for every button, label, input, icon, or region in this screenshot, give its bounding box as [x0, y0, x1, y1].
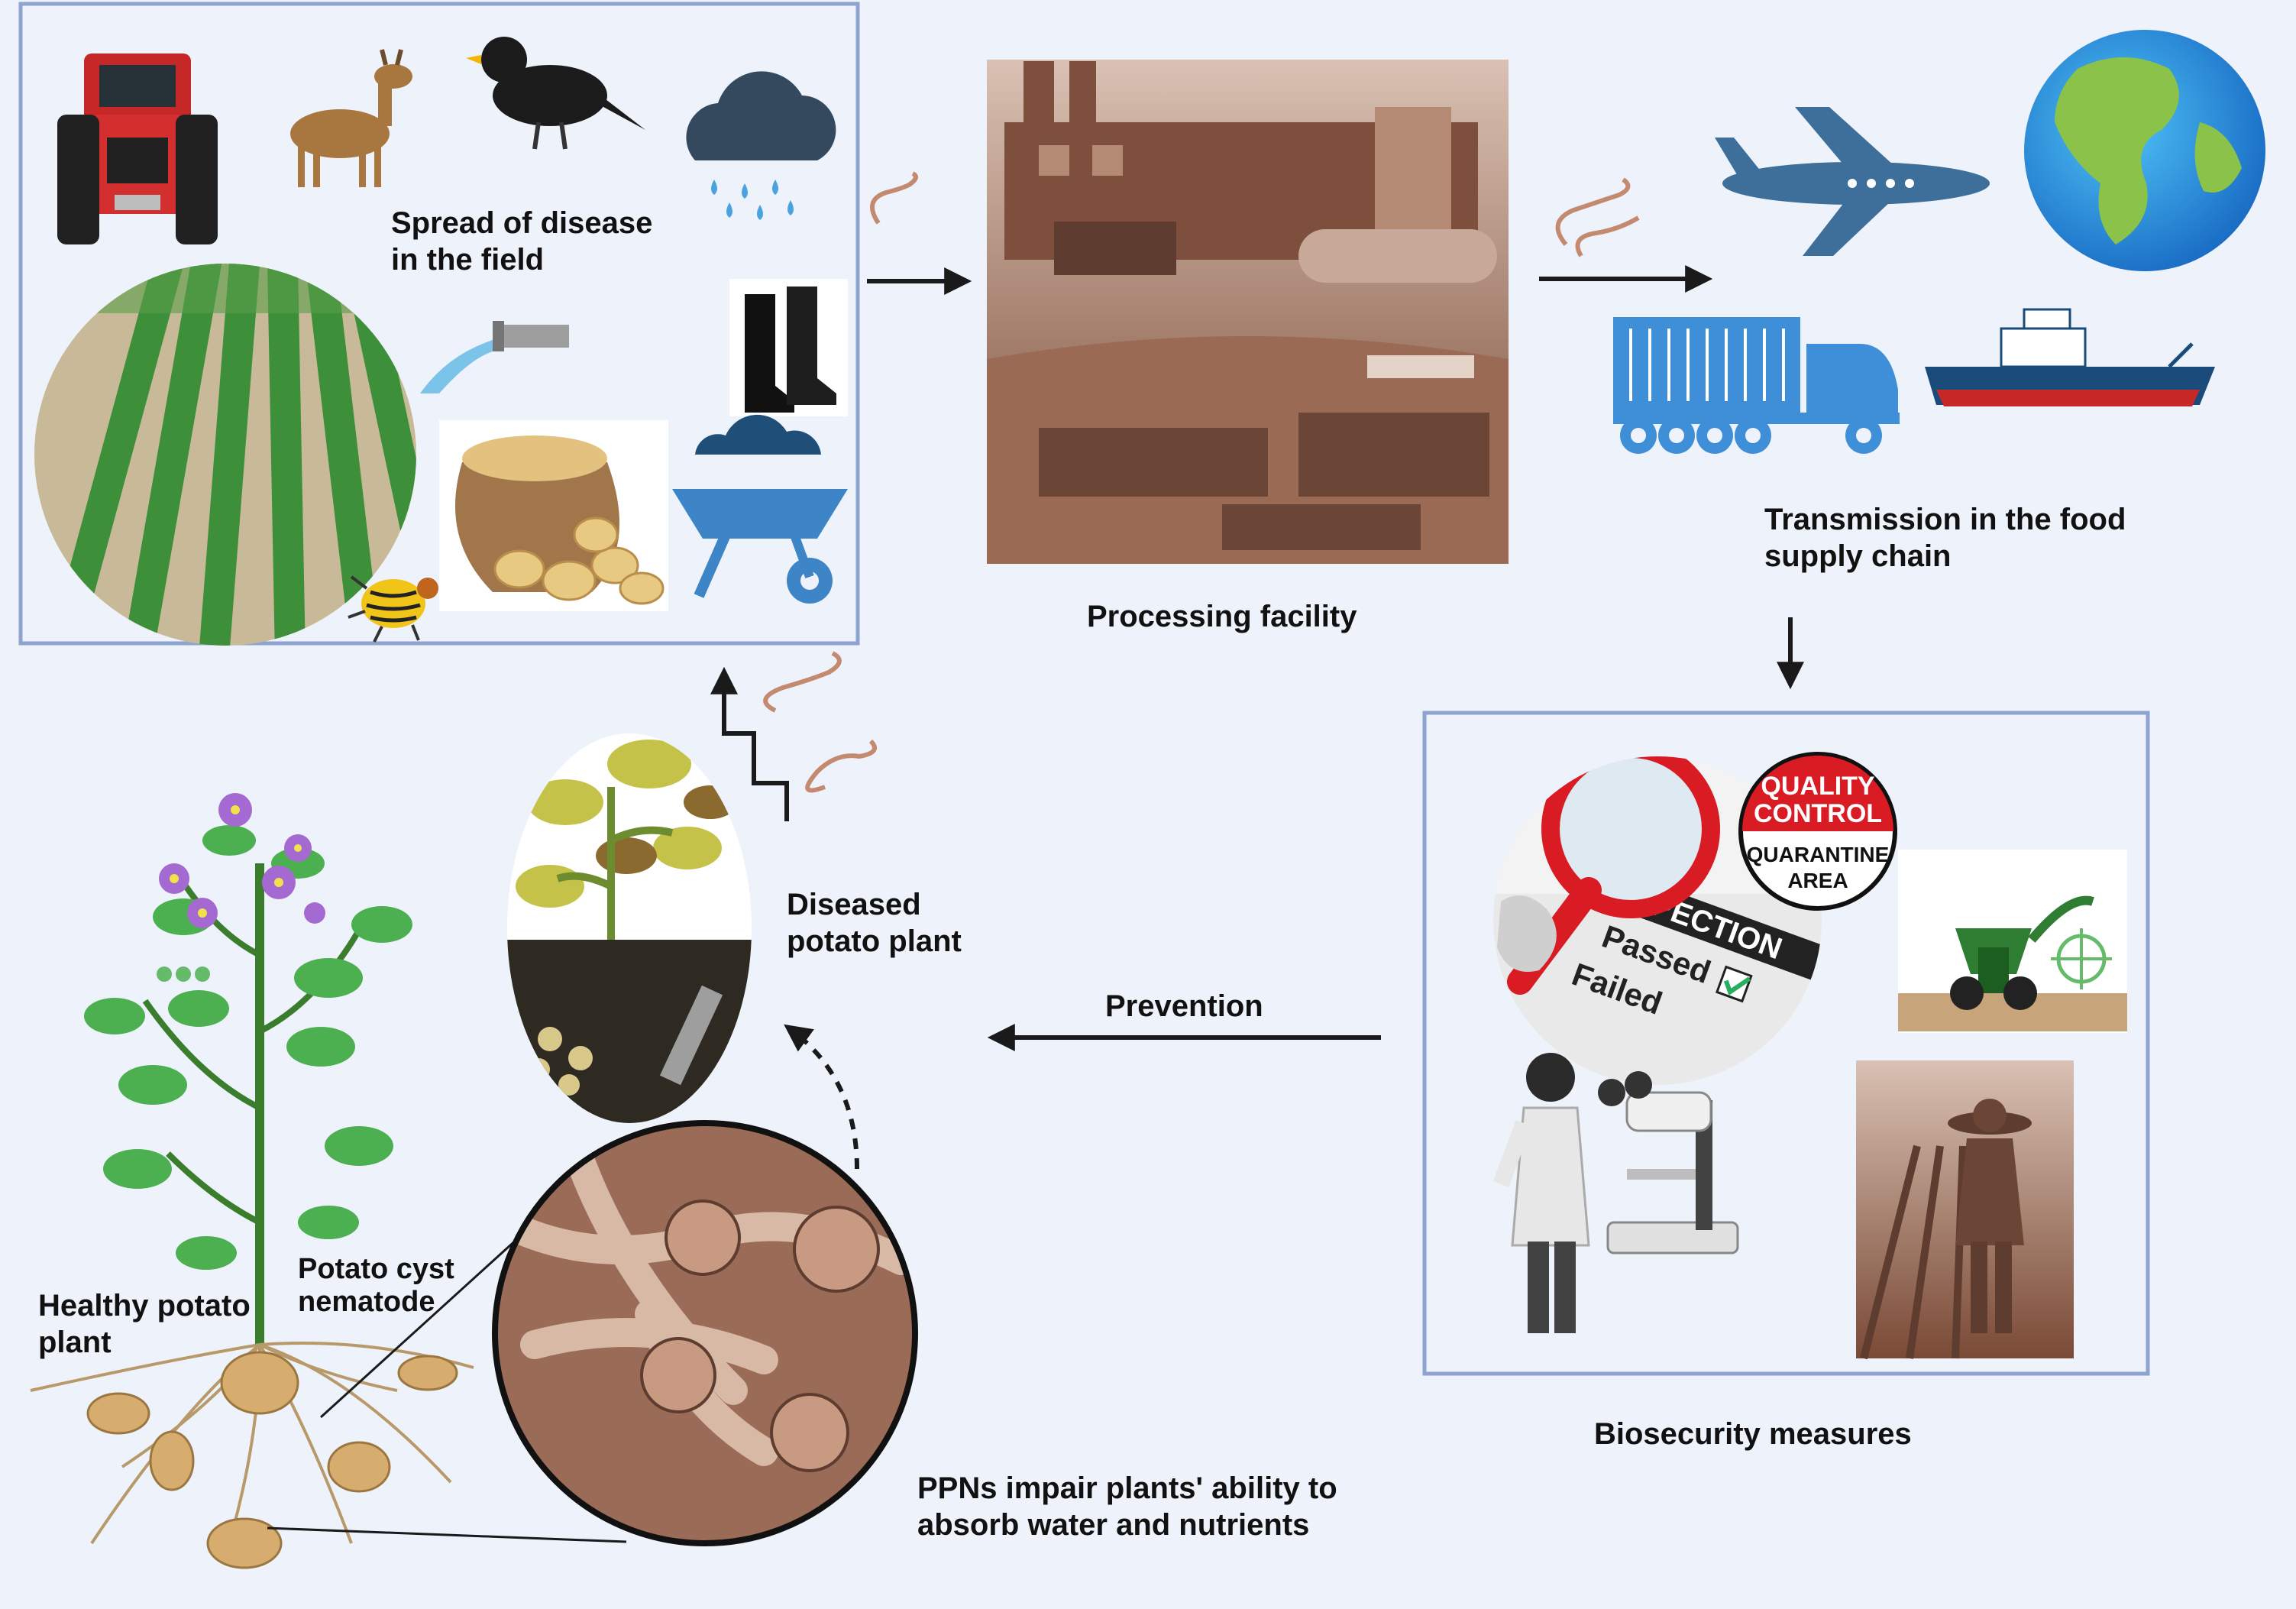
farmer-image	[1856, 1060, 2074, 1360]
ship-icon	[1925, 308, 2215, 406]
scientist-icon	[1492, 1053, 1590, 1333]
deer-icon	[290, 49, 412, 187]
globe-icon	[2024, 30, 2265, 271]
prevention-label: Prevention	[1105, 989, 1263, 1023]
badge-bottom-line2: AREA	[1787, 869, 1848, 892]
arrow-field-to-processing	[867, 171, 972, 295]
water-pipe-icon	[420, 321, 569, 393]
rain-cloud-icon	[686, 71, 836, 220]
transmission-label-line1: Transmission in the food	[1764, 503, 2126, 536]
beetle-icon	[348, 575, 438, 643]
bird-icon	[466, 37, 645, 150]
boots-icon	[729, 279, 848, 416]
badge-top-line2: CONTROL	[1754, 799, 1882, 828]
biosecurity-label: Biosecurity measures	[1594, 1417, 1912, 1451]
processing-facility-image	[987, 60, 1509, 564]
transmission-label-line2: supply chain	[1764, 539, 1952, 573]
zoom-lines	[267, 1229, 627, 1543]
wheelbarrow-icon	[672, 414, 848, 604]
biosecurity-panel: INSPECTION Passed Failed QUALITY CONTROL…	[1422, 711, 2150, 1376]
healthy-label-line1: Healthy potato	[38, 1289, 251, 1322]
truck-icon	[1613, 317, 1900, 454]
pcn-label-line1: Potato cyst	[298, 1253, 454, 1285]
diseased-label-line2: potato plant	[787, 924, 962, 958]
airplane-icon	[1715, 107, 1990, 256]
pcn-label-line2: nematode	[298, 1286, 435, 1318]
field-panel: Spread of disease in the field	[18, 2, 860, 646]
ppns-label-line2: absorb water and nutrients	[917, 1508, 1309, 1542]
field-label-line1: Spread of disease	[391, 206, 652, 240]
arrow-diseased-to-field	[710, 651, 877, 821]
field-label-line2: in the field	[391, 243, 544, 277]
harvester-image	[1898, 850, 2127, 1033]
processing-label: Processing facility	[1087, 600, 1357, 633]
healthy-label-line2: plant	[38, 1326, 112, 1359]
arrow-processing-to-transmission	[1539, 177, 1713, 293]
healthy-plant-illustration	[30, 793, 474, 1569]
tractor-icon	[57, 53, 218, 244]
nematode-micrograph	[492, 1120, 918, 1546]
microscope-icon	[1598, 1071, 1739, 1255]
diseased-plant-image	[507, 733, 752, 1123]
potato-sack-icon	[439, 420, 668, 611]
quality-control-badge: QUALITY CONTROL QUARANTINE AREA	[1738, 752, 1897, 911]
diseased-label-line1: Diseased	[787, 888, 921, 921]
badge-top-line1: QUALITY	[1761, 772, 1875, 801]
badge-bottom-line1: QUARANTINE	[1747, 843, 1890, 866]
ppns-label-line1: PPNs impair plants' ability to	[917, 1471, 1337, 1505]
dashed-arrow-nematode-to-diseased	[784, 1024, 859, 1170]
